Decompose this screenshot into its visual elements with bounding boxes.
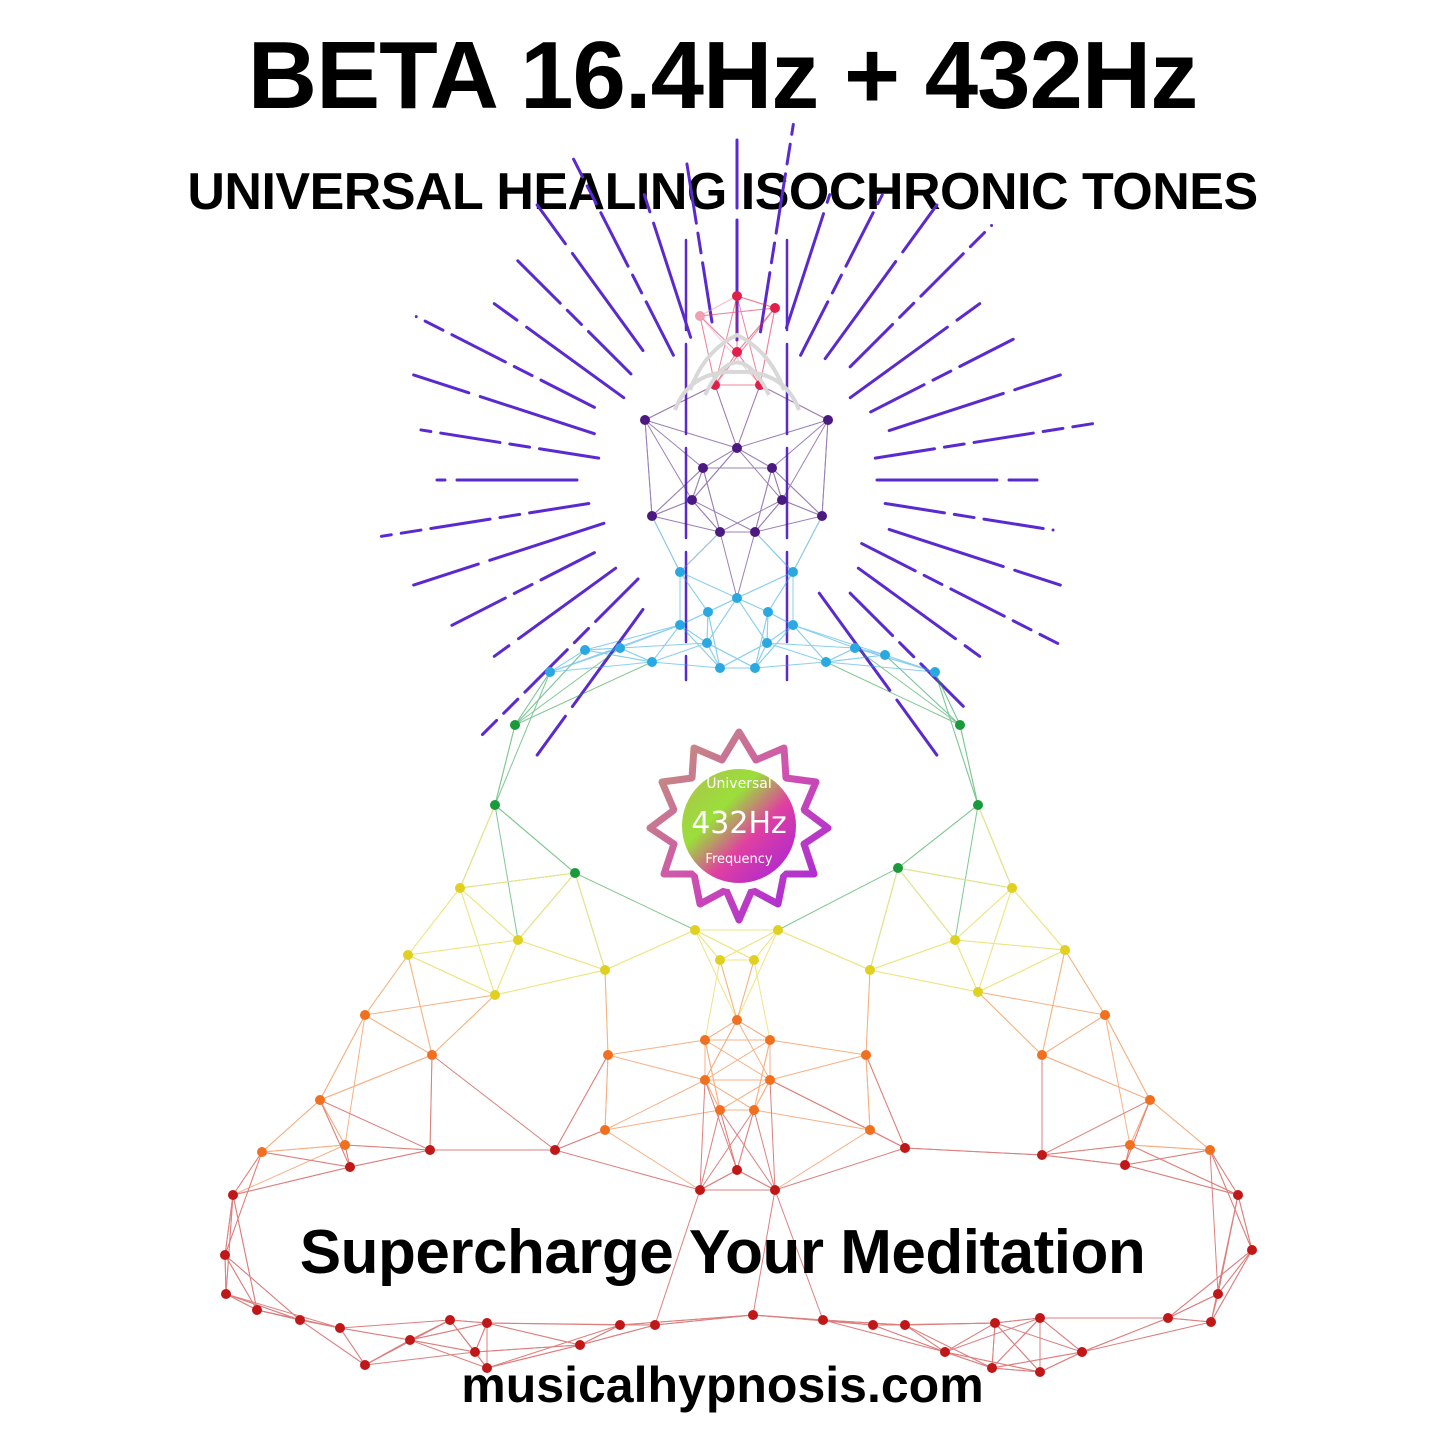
badge-bottom-text: Frequency <box>705 852 773 867</box>
light-rays <box>379 122 1095 757</box>
badge-top-text: Universal <box>706 776 772 792</box>
website-link[interactable]: musicalhypnosis.com <box>461 1357 984 1413</box>
432hz-frequency-badge: Universal 432Hz Frequency <box>644 724 834 924</box>
tagline: Supercharge Your Meditation <box>299 1218 1146 1287</box>
network-lines <box>224 295 1253 1373</box>
crown-lotus-icon <box>673 332 801 411</box>
page-title: BETA 16.4Hz + 432Hz <box>247 22 1198 129</box>
network-nodes <box>220 291 1257 1377</box>
lotus-badge-icon <box>646 728 832 924</box>
badge-main-text: 432Hz <box>691 806 787 841</box>
page-subtitle: UNIVERSAL HEALING ISOCHRONIC TONES <box>187 163 1258 221</box>
